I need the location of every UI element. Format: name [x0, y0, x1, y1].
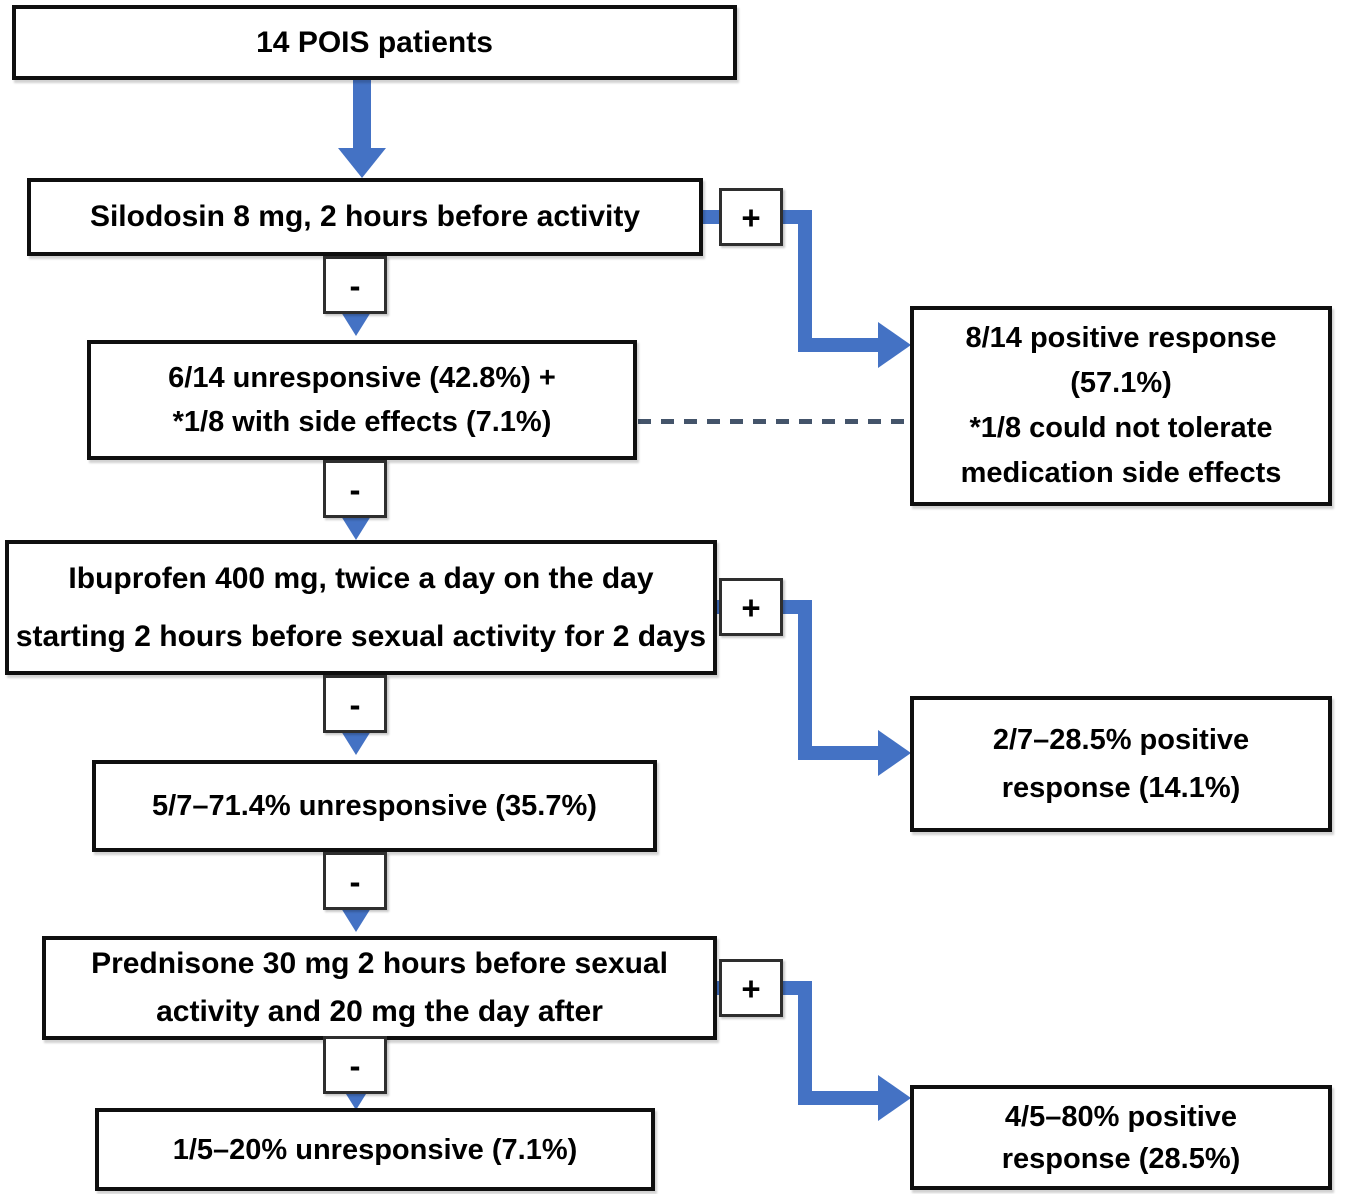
silodosin-unresponsive-box: 6/14 unresponsive (42.8%) + *1/8 with si…: [87, 340, 637, 460]
arrow-patients-to-silodosin-shaft: [353, 80, 371, 150]
plus-sign-1: +: [741, 198, 761, 236]
plus-sign-box-1: +: [719, 188, 783, 246]
silodosin-positive-line-1: 8/14 positive response: [965, 322, 1277, 354]
prednisone-unresponsive-box: 1/5–20% unresponsive (7.1%): [95, 1108, 655, 1191]
ibuprofen-unresponsive-label: 5/7–71.4% unresponsive (35.7%): [152, 790, 597, 822]
minus-sign-box-5: -: [323, 1036, 387, 1094]
down-arrow-3: [341, 731, 371, 755]
silodosin-box: Silodosin 8 mg, 2 hours before activity: [27, 178, 703, 256]
minus-sign-box-3: -: [323, 675, 387, 733]
plus-sign-box-3: +: [719, 959, 783, 1017]
connector-positive-1-arrowhead: [878, 322, 911, 368]
ibuprofen-line-1: Ibuprofen 400 mg, twice a day on the day: [68, 561, 654, 595]
minus-sign-4: -: [349, 862, 361, 900]
connector-positive-2-h2: [798, 746, 880, 760]
ibuprofen-line-2: starting 2 hours before sexual activity …: [15, 619, 707, 653]
silodosin-positive-line-4: medication side effects: [960, 457, 1282, 489]
minus-sign-5: -: [349, 1046, 361, 1084]
prednisone-line-2: activity and 20 mg the day after: [156, 995, 603, 1028]
silodosin-positive-box: 8/14 positive response (57.1%) *1/8 coul…: [910, 306, 1332, 506]
patients-box: 14 POIS patients: [12, 5, 737, 80]
ibuprofen-unresponsive-box: 5/7–71.4% unresponsive (35.7%): [92, 760, 657, 852]
ibuprofen-positive-line-2: response (14.1%): [1001, 772, 1241, 804]
connector-positive-3-v: [798, 981, 812, 1105]
patients-label: 14 POIS patients: [256, 25, 493, 59]
plus-sign-box-2: +: [719, 578, 783, 636]
prednisone-positive-line-1: 4/5–80% positive: [1004, 1100, 1238, 1133]
connector-positive-1-h2: [798, 338, 880, 352]
down-arrow-4: [341, 908, 371, 932]
ibuprofen-box: Ibuprofen 400 mg, twice a day on the day…: [5, 540, 717, 675]
silodosin-positive-line-3: *1/8 could not tolerate: [969, 412, 1273, 444]
prednisone-box: Prednisone 30 mg 2 hours before sexual a…: [42, 936, 717, 1040]
prednisone-positive-line-2: response (28.5%): [1001, 1142, 1241, 1175]
ibuprofen-positive-line-1: 2/7–28.5% positive: [992, 724, 1250, 756]
arrow-patients-to-silodosin-head: [338, 148, 386, 178]
minus-sign-1: -: [349, 266, 361, 304]
connector-positive-2-arrowhead: [878, 730, 911, 776]
plus-sign-2: +: [741, 588, 761, 626]
connector-positive-3-h2: [798, 1091, 880, 1105]
dashed-callout-line: [592, 419, 910, 424]
minus-sign-box-2: -: [323, 460, 387, 518]
minus-sign-2: -: [349, 470, 361, 508]
prednisone-unresponsive-label: 1/5–20% unresponsive (7.1%): [172, 1133, 578, 1166]
down-arrow-2: [341, 516, 371, 540]
connector-positive-3-arrowhead: [878, 1075, 911, 1121]
connector-positive-1-v: [798, 210, 812, 352]
silodosin-label: Silodosin 8 mg, 2 hours before activity: [89, 200, 641, 233]
minus-sign-box-4: -: [323, 852, 387, 910]
silodosin-unresponsive-line-2: *1/8 with side effects (7.1%): [172, 406, 552, 438]
silodosin-unresponsive-line-1: 6/14 unresponsive (42.8%) +: [168, 362, 556, 394]
prednisone-positive-box: 4/5–80% positive response (28.5%): [910, 1085, 1332, 1190]
ibuprofen-positive-box: 2/7–28.5% positive response (14.1%): [910, 696, 1332, 832]
plus-sign-3: +: [741, 969, 761, 1007]
down-arrow-1: [341, 312, 371, 336]
minus-sign-box-1: -: [323, 256, 387, 314]
prednisone-line-1: Prednisone 30 mg 2 hours before sexual: [91, 947, 668, 980]
silodosin-positive-line-2: (57.1%): [1070, 367, 1172, 399]
connector-positive-2-v: [798, 600, 812, 760]
minus-sign-3: -: [349, 685, 361, 723]
